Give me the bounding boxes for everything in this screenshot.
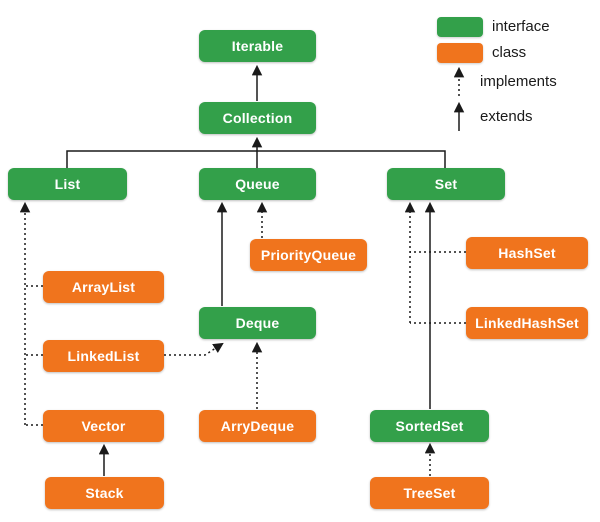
node-sortedset: SortedSet — [370, 410, 489, 442]
legend-class-swatch — [437, 43, 483, 63]
node-linkedlist: LinkedList — [43, 340, 164, 372]
legend-interface-swatch — [437, 17, 483, 37]
node-collection: Collection — [199, 102, 316, 134]
edge-linkedlist-implements-deque — [164, 342, 224, 356]
node-stack: Stack — [45, 477, 164, 509]
node-arraylist: ArrayList — [43, 271, 164, 303]
node-arrydeque: ArryDeque — [199, 410, 316, 442]
edge-branch-list-queue-set — [66, 150, 446, 168]
node-treeset: TreeSet — [370, 477, 489, 509]
node-set: Set — [387, 168, 505, 200]
legend-class-label: class — [492, 44, 527, 61]
node-linkedhashset: LinkedHashSet — [466, 307, 588, 339]
legend-implements-label: implements — [480, 73, 557, 90]
legend-interface-label: interface — [492, 18, 550, 35]
node-list: List — [8, 168, 127, 200]
legend-extends-label: extends — [480, 108, 533, 125]
node-iterable: Iterable — [199, 30, 316, 62]
node-queue: Queue — [199, 168, 316, 200]
node-vector: Vector — [43, 410, 164, 442]
node-deque: Deque — [199, 307, 316, 339]
node-hashset: HashSet — [466, 237, 588, 269]
node-priorityqueue: PriorityQueue — [250, 239, 367, 271]
